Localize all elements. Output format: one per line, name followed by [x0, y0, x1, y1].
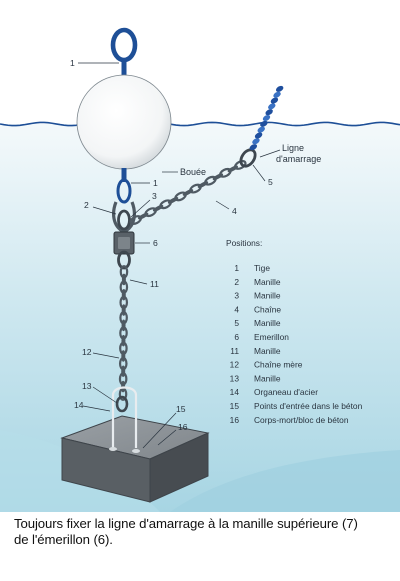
label-1-top: 1: [70, 58, 75, 68]
legend-item-number: 2: [234, 277, 239, 287]
legend-item-number: 4: [234, 304, 239, 314]
rope-strand: [260, 120, 268, 127]
caption: Toujours fixer la ligne d'amarrage à la …: [14, 516, 394, 548]
label-11: 11: [150, 279, 159, 289]
legend-item-number: 14: [230, 387, 240, 397]
legend-item-text: Emerillon: [254, 332, 289, 342]
legend-item-number: 1: [234, 263, 239, 273]
rope-strand: [254, 132, 263, 139]
rope-strand: [249, 144, 258, 151]
swivel-center: [118, 237, 130, 249]
steel-eye-loop: [111, 386, 138, 396]
rope-strand: [273, 91, 281, 98]
steel-eye-legs: [111, 395, 138, 448]
legend-item-text: Manille: [254, 373, 281, 383]
legend-item-number: 11: [230, 346, 239, 356]
legend-item-text: Chaîne: [254, 304, 281, 314]
label-1: 1: [153, 178, 158, 188]
legend-item-number: 15: [230, 401, 240, 411]
legend-item-number: 5: [234, 318, 239, 328]
main-chain: [118, 265, 129, 401]
shackle-11: [117, 250, 131, 270]
legend-item-text: Tige: [254, 263, 270, 273]
label-4: 4: [232, 206, 237, 216]
water-body: [0, 124, 400, 512]
chain-link: [233, 160, 247, 170]
legend-item-text: Corps-mort/bloc de béton: [254, 415, 349, 425]
legend-item-text: Manille: [254, 291, 281, 301]
chain-link: [121, 334, 126, 347]
legend-item-number: 12: [230, 360, 240, 370]
leader-lines: [78, 62, 281, 449]
legend-item-text: Manille: [254, 346, 281, 356]
label-14: 14: [74, 400, 84, 410]
chain-link: [121, 319, 126, 332]
legend-item-number: 3: [234, 291, 239, 301]
shackle-3: [117, 209, 131, 231]
legend-item-number: 6: [234, 332, 239, 342]
label-16: 16: [178, 422, 188, 432]
rope-strand: [257, 126, 265, 133]
label-2: 2: [84, 200, 89, 210]
legend-title: Positions:: [226, 238, 262, 248]
rope-strand: [270, 97, 279, 104]
label-3: 3: [152, 191, 157, 201]
buoy-rod-bottom: [121, 168, 127, 182]
buoy-sphere: [76, 74, 172, 170]
buoy-rod-top: [121, 59, 127, 83]
rope-strand: [262, 114, 271, 122]
chain-link: [121, 365, 126, 378]
shackle-13: [115, 395, 129, 413]
chain-link: [121, 304, 126, 316]
rope-strand: [268, 103, 276, 110]
legend-item-text: Points d'entrée dans le béton: [254, 401, 363, 411]
mooring-rope: [249, 85, 284, 151]
label-13: 13: [82, 381, 92, 391]
legend-item-number: 13: [230, 373, 240, 383]
label-buoy: Bouée: [180, 167, 206, 177]
label-5: 5: [268, 177, 273, 187]
water-surface-line: [0, 121, 400, 127]
label-12: 12: [82, 347, 92, 357]
rope-strand: [252, 138, 260, 145]
label-6: 6: [153, 238, 158, 248]
chain-link: [121, 288, 126, 301]
legend-item-text: Organeau d'acier: [254, 387, 318, 397]
legend-item-number: 16: [230, 415, 240, 425]
caption-line-2: de l'émerillon (6).: [14, 532, 113, 547]
caption-line-1: Toujours fixer la ligne d'amarrage à la …: [14, 516, 358, 531]
entry-point-right: [132, 449, 140, 453]
label-mooring-line-2: d'amarrage: [276, 154, 321, 164]
concrete-block-side: [149, 432, 209, 503]
rope-strand: [265, 109, 273, 116]
seabed-shade: [170, 450, 400, 512]
legend-item-text: Chaîne mère: [254, 360, 303, 370]
rod-eye: [116, 178, 132, 204]
label-15: 15: [176, 404, 186, 414]
shackle-5: [239, 148, 257, 168]
chain-link: [121, 350, 126, 362]
label-mooring-line-1: Ligne: [282, 143, 304, 153]
diagram-illustration: 1 1 2 3 4 5 6 11 12 13 14 15 16 Bouée Li…: [0, 27, 400, 512]
legend-item-text: Manille: [254, 277, 281, 287]
side-chain: [129, 160, 247, 225]
entry-point-left: [109, 447, 117, 451]
chain-link: [121, 273, 126, 286]
legend-item-text: Manille: [254, 318, 281, 328]
rope-strand: [275, 85, 284, 92]
